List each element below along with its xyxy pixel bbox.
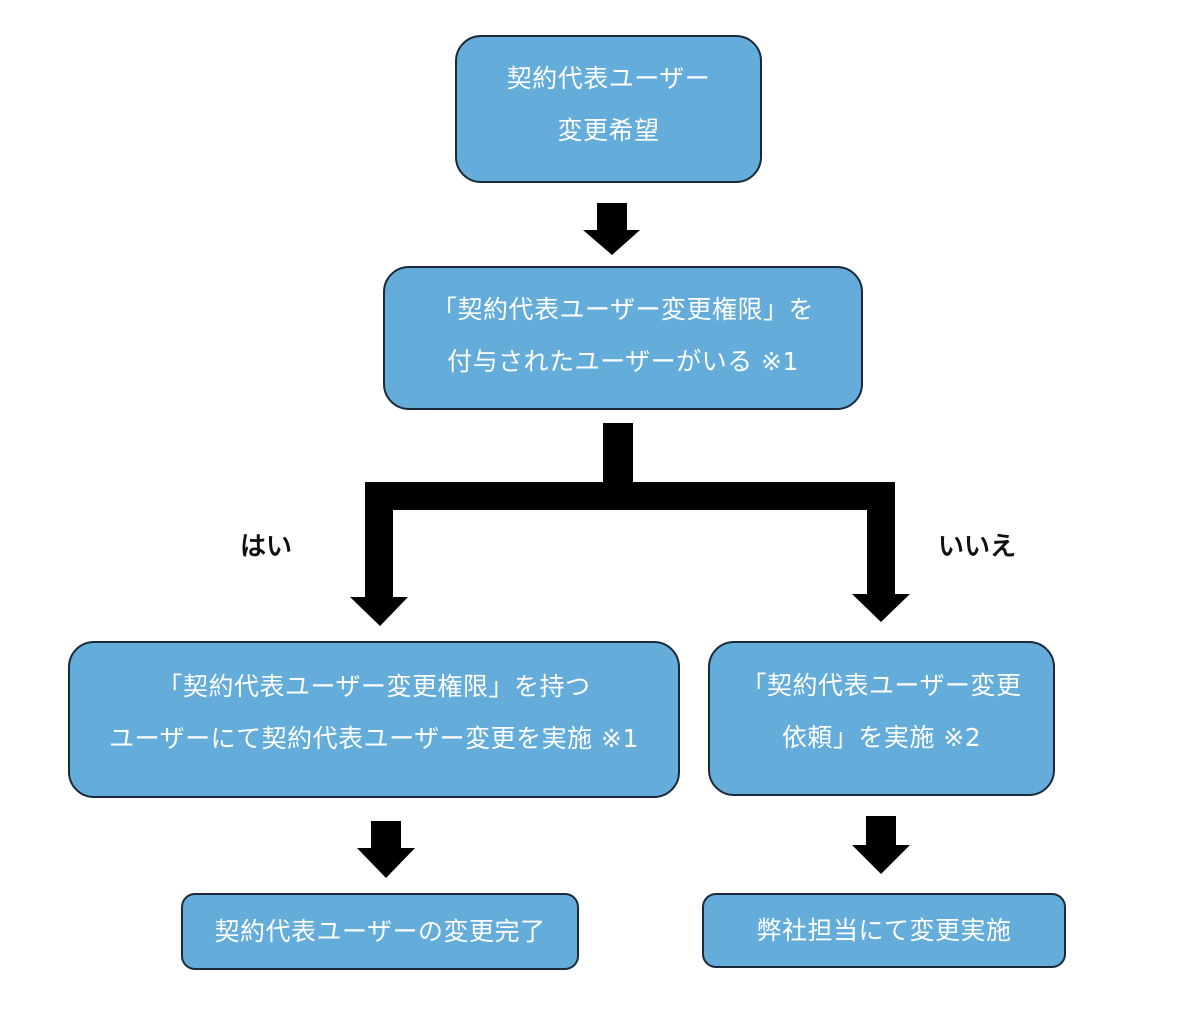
node-text-line: 「契約代表ユーザー変更権限」を	[431, 295, 814, 324]
node-text-line: 依頼」を実施 ※2	[781, 722, 982, 752]
arrow-no-action-to-result	[852, 816, 910, 874]
node-text-line: 付与されたユーザーがいる ※1	[447, 347, 799, 376]
node-text-line: 「契約代表ユーザー変更権限」を持つ	[157, 671, 591, 701]
branch-connector	[365, 423, 895, 510]
branch-label-no: いいえ	[938, 532, 1017, 562]
node-text-line: 弊社担当にて変更実施	[756, 915, 1012, 945]
branch-bar	[365, 482, 895, 510]
arrow-yes-action-to-result	[357, 821, 415, 878]
node-text-line: 契約代表ユーザー	[506, 64, 711, 93]
node-decision-has-permission: 「契約代表ユーザー変更権限」を 付与されたユーザーがいる ※1	[383, 266, 863, 410]
branch-stem	[603, 423, 633, 485]
arrow-decision-to-no	[852, 505, 910, 622]
node-text-line: 「契約代表ユーザー変更	[741, 670, 1022, 700]
node-text-line: ユーザーにて契約代表ユーザー変更を実施 ※1	[109, 723, 639, 753]
branch-label-yes: はい	[240, 532, 293, 562]
arrow-start-to-decision	[583, 203, 640, 255]
node-text-line: 変更希望	[557, 116, 660, 145]
node-yes-action: 「契約代表ユーザー変更権限」を持つ ユーザーにて契約代表ユーザー変更を実施 ※1	[68, 641, 680, 798]
node-change-request: 契約代表ユーザー 変更希望	[455, 35, 762, 183]
node-no-result: 弊社担当にて変更実施	[702, 893, 1066, 968]
node-no-action: 「契約代表ユーザー変更 依頼」を実施 ※2	[708, 641, 1055, 796]
node-text-line: 契約代表ユーザーの変更完了	[214, 916, 546, 946]
node-yes-result: 契約代表ユーザーの変更完了	[181, 893, 579, 970]
arrow-decision-to-yes	[350, 505, 408, 626]
